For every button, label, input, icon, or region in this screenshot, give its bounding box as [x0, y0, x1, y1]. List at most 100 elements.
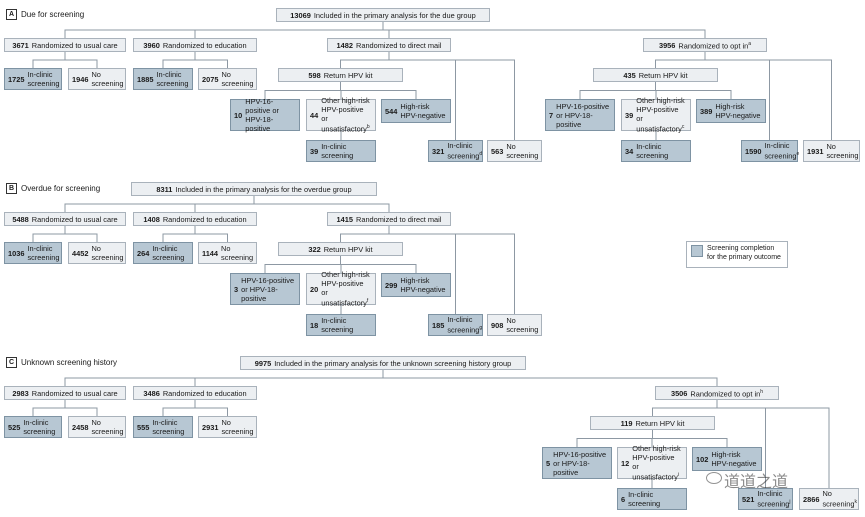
- box-count: 2866: [803, 494, 820, 504]
- connector-line: [32, 400, 98, 416]
- box-count: 598: [308, 70, 321, 80]
- box-label: Other high-risk HPV-positive or unsatisf…: [321, 270, 370, 308]
- box-count: 1036: [8, 248, 25, 258]
- watermark: 道道之道: [724, 474, 789, 491]
- box-label: In-clinic screening: [156, 70, 189, 88]
- section-title: Unknown screening history: [21, 358, 118, 367]
- connector-line: [652, 400, 830, 488]
- box-count: 12: [621, 458, 630, 468]
- legend: Screening completion for the primary out…: [686, 241, 788, 268]
- connector-line: [162, 52, 228, 68]
- box-label: HPV-16-positive or HPV-18-positive: [241, 275, 295, 303]
- footnote-marker: k: [854, 499, 858, 506]
- box-label: Return HPV kit: [323, 244, 373, 254]
- box-count: 1590: [745, 146, 762, 156]
- connector-line: [576, 430, 728, 447]
- box-count: 39: [625, 110, 634, 120]
- connector-line: [162, 400, 228, 416]
- box-count: 5488: [12, 214, 29, 224]
- box-count: 1885: [137, 74, 154, 84]
- box-count: 20: [310, 284, 319, 294]
- connector-line: [32, 52, 98, 68]
- box-count: 3956: [658, 40, 676, 50]
- box-label: Randomized to education: [162, 214, 247, 224]
- box-count: 34: [625, 146, 634, 156]
- box-label: In-clinic screeningj: [757, 489, 791, 509]
- section-letter: A: [6, 9, 17, 20]
- box-count: 3960: [143, 40, 160, 50]
- box-label: In-clinic screeningd: [447, 141, 483, 161]
- box-count: 389: [700, 106, 713, 116]
- box-count: 3: [234, 284, 239, 294]
- box-count: 555: [137, 422, 150, 432]
- box-count: 2458: [72, 422, 89, 432]
- box-label: In-clinic screening: [628, 490, 661, 508]
- section-title: Due for screening: [21, 10, 85, 19]
- box-label: No screening: [91, 418, 124, 436]
- box-label: Randomized to usual care: [31, 214, 118, 224]
- box-label: In-clinic screeningg: [447, 315, 483, 335]
- box-label: Randomized to education: [162, 40, 247, 50]
- box-label: Other high-risk HPV-positive or unsatisf…: [321, 96, 370, 134]
- box-label: High-risk HPV-negative: [400, 276, 446, 294]
- section-letter: C: [6, 357, 17, 368]
- box-count: 1931: [807, 146, 824, 156]
- footnote-marker: e: [796, 151, 800, 158]
- box-count: 525: [8, 422, 21, 432]
- box-count: 44: [310, 110, 319, 120]
- box-count: 322: [308, 244, 321, 254]
- connector-line: [340, 226, 515, 314]
- box-label: Included in the primary analysis for the…: [175, 184, 352, 194]
- box-label: In-clinic screening: [152, 244, 185, 262]
- box-count: 7: [549, 110, 554, 120]
- box-label: High-risk HPV-negative: [711, 450, 757, 468]
- box-count: 1946: [72, 74, 89, 84]
- connector-line: [340, 52, 515, 140]
- box-count: 1408: [143, 214, 160, 224]
- box-label: Included in the primary analysis for the…: [313, 10, 476, 20]
- connector-line: [32, 226, 98, 242]
- box-label: High-risk HPV-negative: [715, 102, 761, 120]
- box-count: 3486: [143, 388, 160, 398]
- box-count: 2931: [202, 422, 219, 432]
- connector-line: [264, 82, 417, 99]
- box-label: No screening: [221, 244, 254, 262]
- box-label: Other high-risk HPV-positive or unsatisf…: [632, 444, 681, 482]
- box-label: Return HPV kit: [635, 418, 685, 428]
- box-label: In-clinic screening: [636, 142, 669, 160]
- box-count: 1482: [336, 40, 353, 50]
- connector-line: [162, 226, 228, 242]
- box-label: No screening: [826, 142, 859, 160]
